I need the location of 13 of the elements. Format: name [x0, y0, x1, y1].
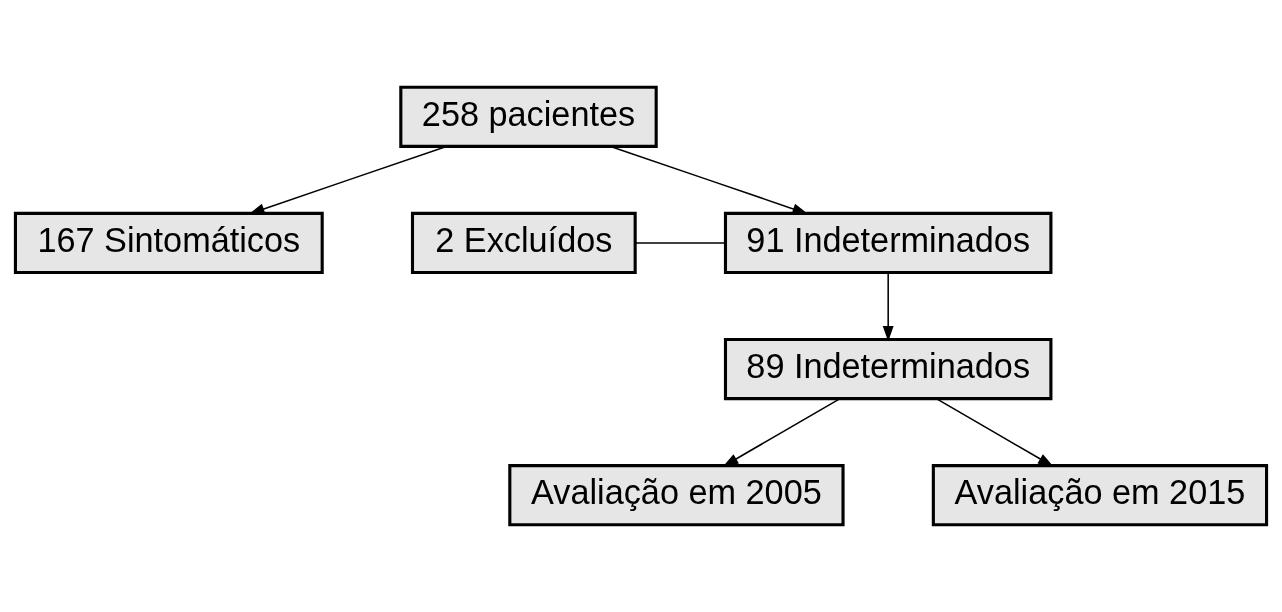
node-box: 91 Indeterminados [723, 211, 1053, 275]
connector [634, 242, 727, 244]
node-box: 89 Indeterminados [723, 337, 1053, 401]
arrow [722, 398, 841, 467]
node-box: 167 Sintomáticos [13, 211, 324, 275]
arrow [248, 145, 448, 215]
arrow [609, 145, 809, 215]
node-box: Avaliação em 2005 [508, 464, 845, 527]
node-box: 2 Excluídos [410, 211, 637, 275]
node-box: Avaliação em 2015 [931, 464, 1269, 527]
node-box: 258 pacientes [399, 85, 658, 148]
arrow [882, 272, 894, 342]
arrow [936, 398, 1054, 467]
